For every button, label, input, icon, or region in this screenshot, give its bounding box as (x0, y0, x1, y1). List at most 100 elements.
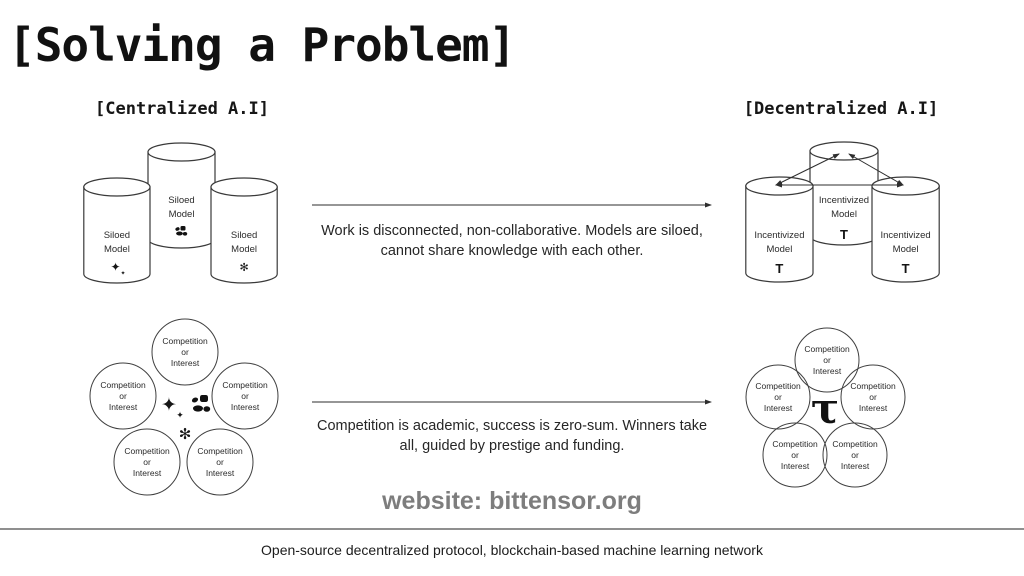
decentralized-header: [Decentralized A.I] (743, 99, 939, 119)
cylinder-top (871, 176, 940, 196)
circle-label-line3: Interest (859, 403, 888, 413)
cylinder-label-line1: Incentivized (754, 230, 804, 241)
cylinder-label-line1: Siloed (168, 195, 194, 206)
cylinder-label-line2: Model (831, 209, 857, 220)
openai-flower-icon: ✻ (179, 425, 192, 443)
cylinder-label-line1: Siloed (104, 230, 130, 241)
circle-label-line3: Interest (231, 402, 260, 412)
circle-label-line3: Interest (764, 403, 793, 413)
cylinder-body (83, 186, 151, 284)
competition-circle-bottom-left: Competition or Interest (113, 428, 181, 496)
sparkle-icon: ✦ (161, 394, 177, 416)
competition-circle-bottom-right: Competition or Interest (822, 422, 888, 488)
row1-arrow (312, 202, 712, 208)
circle-label-line1: Competition (832, 439, 878, 449)
row2-description-line1: Competition is academic, success is zero… (316, 418, 708, 434)
row2-description-line2: all, guided by prestige and funding. (399, 438, 625, 454)
cylinder-top (210, 177, 278, 197)
cylinder-label-line2: Model (169, 209, 195, 220)
competition-circle-bottom-left: Competition or Interest (762, 422, 828, 488)
circle-label-line1: Competition (772, 439, 818, 449)
incentivized-model-cylinder-left: Incentivized Model Τ (745, 176, 814, 283)
circle-label-line1: Competition (804, 344, 850, 354)
tau-icon: Τ (902, 261, 910, 276)
circle-label-line3: Interest (109, 402, 138, 412)
row1-description-line2: cannot share knowledge with each other. (380, 243, 644, 259)
circle-label-line3: Interest (206, 468, 235, 478)
cylinder-top (83, 177, 151, 197)
sparkle-icon: ✦ (110, 260, 120, 274)
competition-circle-bottom-right: Competition or Interest (186, 428, 254, 496)
page-title: [Solving a Problem] (8, 18, 516, 72)
circle-label-line1: Competition (162, 336, 208, 346)
ai-blob-logo-icon (191, 395, 211, 412)
arrow-left-middle (775, 153, 840, 186)
circle-label-line2: or (791, 450, 799, 460)
circle-label-line2: or (119, 391, 127, 401)
circle-label-line2: or (181, 347, 189, 357)
circle-label-line3: Interest (171, 358, 200, 368)
cylinder-top (147, 142, 216, 162)
website-label: website: bittensor.org (382, 487, 642, 515)
siloed-model-cylinder-right: Siloed Model ✻ (210, 177, 278, 284)
circle-label-line2: or (774, 392, 782, 402)
competition-circle-right: Competition or Interest (840, 364, 906, 430)
siloed-model-cylinder-left: Siloed Model ✦ ✦ (83, 177, 151, 284)
circle-label-line1: Competition (222, 380, 268, 390)
competition-circle-right: Competition or Interest (211, 362, 279, 430)
tau-icon: Τ (775, 261, 783, 276)
model-interconnect-arrows (775, 153, 904, 188)
incentivized-model-cylinder-right: Incentivized Model Τ (871, 176, 940, 283)
cylinder-body (745, 185, 814, 283)
cylinder-label-line2: Model (231, 244, 257, 255)
circle-label-line1: Competition (100, 380, 146, 390)
circle-label-line1: Competition (197, 446, 243, 456)
cylinder-body (210, 186, 278, 284)
circle-label-line1: Competition (124, 446, 170, 456)
circle-label-line2: or (241, 391, 249, 401)
circle-label-line3: Interest (133, 468, 162, 478)
openai-flower-icon: ✻ (239, 261, 248, 274)
circle-label-line2: or (143, 457, 151, 467)
circle-label-line1: Competition (850, 381, 896, 391)
footer-text: Open-source decentralized protocol, bloc… (261, 542, 763, 558)
circle-label-line2: or (869, 392, 877, 402)
circle-label-line2: or (851, 450, 859, 460)
cylinder-label-line1: Incentivized (881, 230, 931, 241)
centralized-cylinders-diagram: Siloed Model Siloed Model ✦ ✦ Siloed Mod… (83, 142, 278, 284)
circle-label-line1: Competition (755, 381, 801, 391)
circle-label-line3: Interest (813, 366, 842, 376)
arrow-right-middle (848, 153, 904, 186)
competition-circle-left: Competition or Interest (745, 364, 811, 430)
circle-label-line3: Interest (781, 461, 810, 471)
cylinder-body (871, 185, 940, 283)
cylinder-top (809, 141, 879, 161)
sparkle-small-icon: ✦ (176, 411, 184, 421)
cylinder-label-line2: Model (893, 244, 919, 255)
circle-label-line2: or (216, 457, 224, 467)
centralized-header: [Centralized A.I] (95, 99, 269, 119)
incentivized-model-cylinder-middle: Incentivized Model Τ (809, 141, 879, 246)
competition-circle-top: Competition or Interest (794, 327, 860, 393)
bittensor-tau-icon: τ (811, 384, 839, 433)
sparkle-small-icon: ✦ (120, 270, 125, 277)
cylinder-label-line1: Incentivized (819, 195, 869, 206)
circle-label-line2: or (823, 355, 831, 365)
tau-icon: Τ (840, 227, 848, 242)
siloed-model-cylinder-middle: Siloed Model (147, 142, 216, 249)
competition-circle-top: Competition or Interest (151, 318, 219, 386)
row2-arrow (312, 399, 712, 405)
row1-description: Work is disconnected, non-collaborative.… (307, 221, 717, 261)
row2-description: Competition is academic, success is zero… (307, 416, 717, 456)
ai-blob-logo-icon (175, 226, 188, 236)
row1-description-line1: Work is disconnected, non-collaborative.… (321, 223, 703, 239)
cylinder-top (745, 176, 814, 196)
circle-label-line3: Interest (841, 461, 870, 471)
decentralized-competition-circles: Competition or Interest Competition or I… (745, 327, 906, 488)
centralized-competition-circles: Competition or Interest Competition or I… (89, 318, 279, 496)
cylinder-label-line1: Siloed (231, 230, 257, 241)
footer-divider (0, 528, 1024, 530)
cylinder-label-line2: Model (104, 244, 130, 255)
decentralized-cylinders-diagram: Incentivized Model Τ Incentivized Model … (745, 141, 940, 283)
competition-circle-left: Competition or Interest (89, 362, 157, 430)
